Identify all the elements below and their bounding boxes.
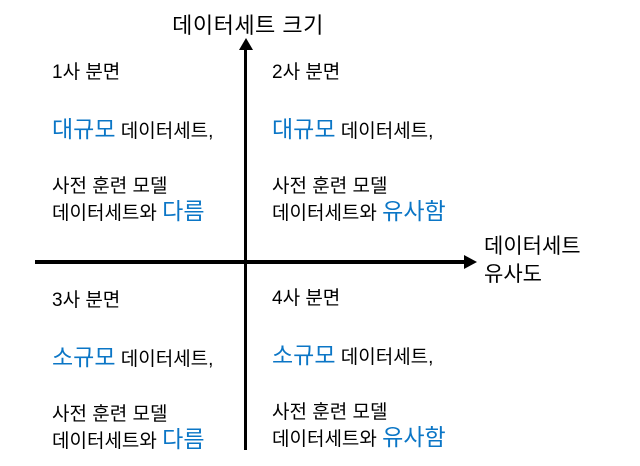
quadrant-3-desc-highlight: 다름 [162, 426, 205, 452]
quadrant-4-desc-highlight: 유사함 [382, 424, 446, 450]
quadrant-4-size-rest: 데이터세트, [335, 347, 434, 368]
quadrant-4: 4사 분면 소규모 데이터세트, 사전 훈련 모델 데이터세트와 유사함 [272, 286, 484, 452]
quadrant-3-desc-prefix: 데이터세트와 [52, 431, 163, 452]
quadrant-2-size-line: 대규모 데이터세트, [272, 115, 484, 146]
quadrant-2-desc-highlight: 유사함 [382, 198, 446, 224]
quadrant-1-description: 사전 훈련 모델 데이터세트와 다름 [52, 174, 264, 226]
quadrant-4-title: 4사 분면 [272, 288, 341, 309]
quadrant-4-size-highlight: 소규모 [272, 342, 336, 368]
quadrant-3-description: 사전 훈련 모델 데이터세트와 다름 [52, 402, 264, 454]
quadrant-3-desc-line1: 사전 훈련 모델 [52, 404, 168, 425]
quadrant-1-size-highlight: 대규모 [52, 116, 116, 142]
x-axis-arrow-icon [464, 255, 477, 269]
x-axis-title: 데이터세트 유사도 [484, 233, 581, 289]
quadrant-1-desc-prefix: 데이터세트와 [52, 203, 163, 224]
quadrant-3-size-rest: 데이터세트, [115, 349, 214, 370]
quadrant-2-size-highlight: 대규모 [272, 116, 336, 142]
quadrant-4-description: 사전 훈련 모델 데이터세트와 유사함 [272, 400, 484, 452]
x-axis-line [35, 260, 466, 264]
quadrant-2-desc-prefix: 데이터세트와 [272, 203, 383, 224]
quadrant-3-size-line: 소규모 데이터세트, [52, 343, 264, 374]
quadrant-3-title: 3사 분면 [52, 290, 121, 311]
quadrant-1: 1사 분면 대규모 데이터세트, 사전 훈련 모델 데이터세트와 다름 [52, 60, 264, 226]
quadrant-1-title: 1사 분면 [52, 62, 121, 83]
quadrant-2-desc-line1: 사전 훈련 모델 [272, 176, 388, 197]
quadrant-1-desc-highlight: 다름 [162, 198, 205, 224]
x-axis-title-line2: 유사도 [484, 263, 542, 286]
quadrant-4-desc-line1: 사전 훈련 모델 [272, 402, 388, 423]
quadrant-2-size-rest: 데이터세트, [335, 121, 434, 142]
quadrant-1-size-rest: 데이터세트, [115, 121, 214, 142]
y-axis-line [244, 46, 247, 450]
quadrant-2-description: 사전 훈련 모델 데이터세트와 유사함 [272, 174, 484, 226]
quadrant-4-desc-prefix: 데이터세트와 [272, 429, 383, 450]
y-axis-arrow-icon [239, 38, 253, 50]
quadrant-3-size-highlight: 소규모 [52, 344, 116, 370]
quadrant-3: 3사 분면 소규모 데이터세트, 사전 훈련 모델 데이터세트와 다름 [52, 288, 264, 454]
x-axis-title-line1: 데이터세트 [484, 235, 581, 258]
quadrant-2-title: 2사 분면 [272, 62, 341, 83]
quadrant-1-desc-line1: 사전 훈련 모델 [52, 176, 168, 197]
quadrant-1-size-line: 대규모 데이터세트, [52, 115, 264, 146]
quadrant-4-size-line: 소규모 데이터세트, [272, 341, 484, 372]
y-axis-title: 데이터세트 크기 [172, 13, 324, 38]
quadrant-2: 2사 분면 대규모 데이터세트, 사전 훈련 모델 데이터세트와 유사함 [272, 60, 484, 226]
